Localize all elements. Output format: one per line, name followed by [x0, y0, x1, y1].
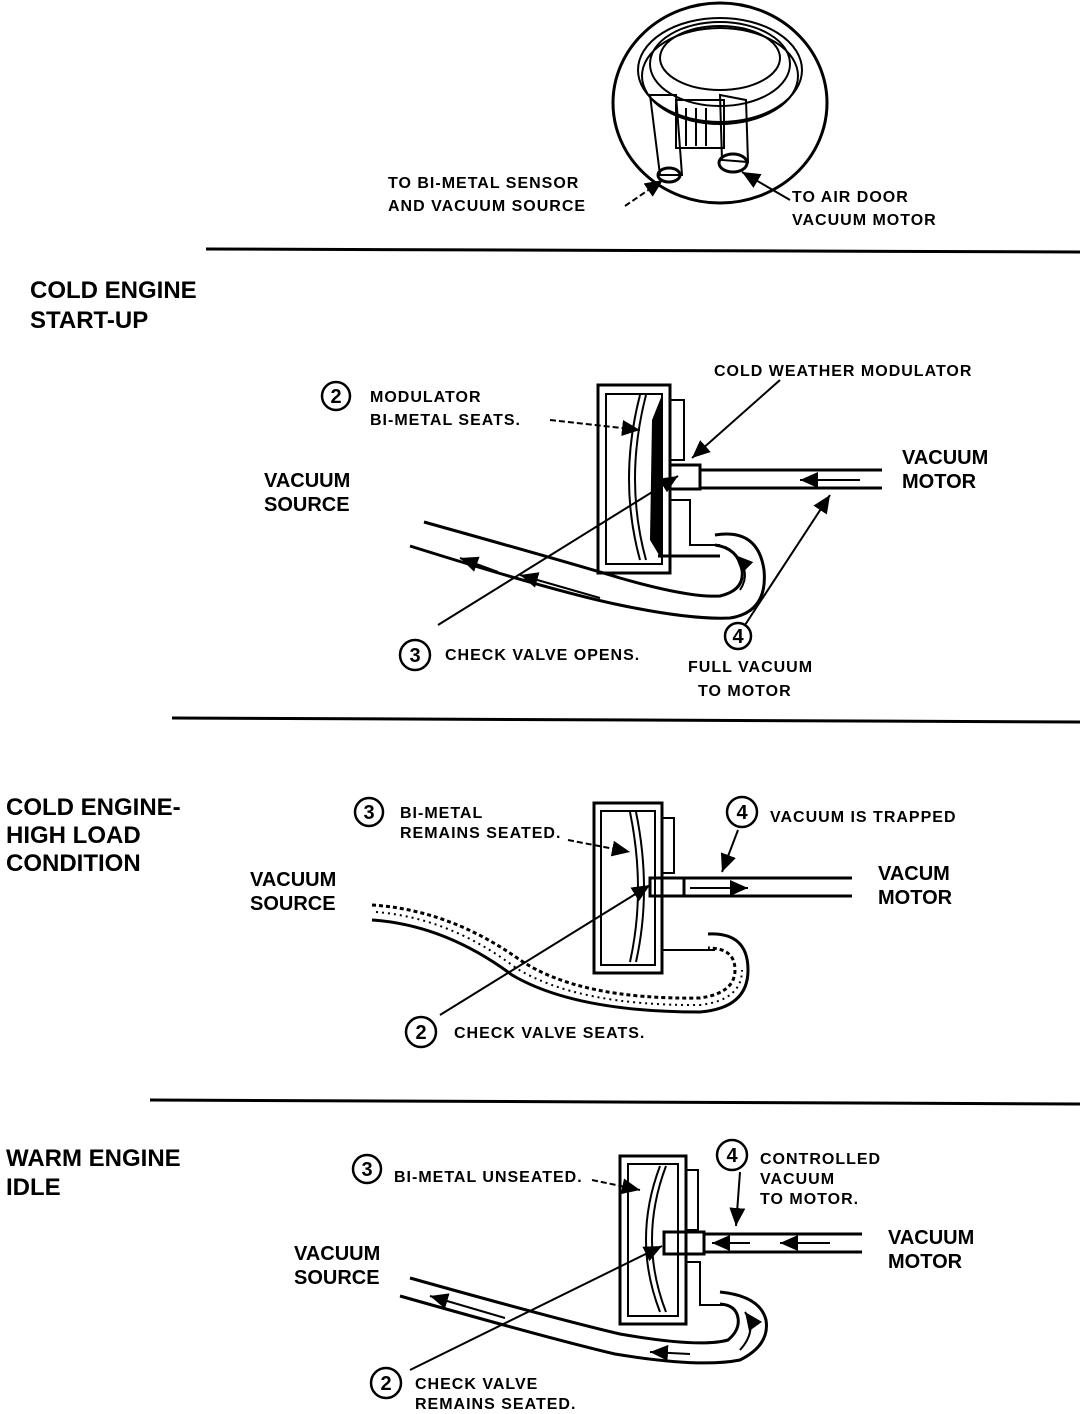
- vacuum-source-label: VACUUM: [264, 470, 350, 492]
- vacuum-motor-label: VACUUM: [902, 447, 988, 469]
- callout-text: MODULATOR: [370, 389, 482, 406]
- modulator-label: COLD WEATHER MODULATOR: [714, 363, 972, 380]
- callout-number: 2: [380, 1373, 391, 1395]
- sensor-label-line1: TO BI-METAL SENSOR: [388, 175, 579, 192]
- callout-text: TO MOTOR: [698, 683, 792, 700]
- vacuum-source-label: SOURCE: [250, 893, 336, 915]
- vacuum-motor-label: VACUUM: [888, 1227, 974, 1249]
- callout-number: 3: [363, 802, 374, 824]
- door-label-line2: VACUUM MOTOR: [792, 212, 937, 229]
- section-divider: [205, 247, 1081, 254]
- callout-number: 3: [361, 1159, 372, 1181]
- vacuum-source-label: VACUUM: [294, 1243, 380, 1265]
- callout-text: TO MOTOR.: [760, 1191, 859, 1208]
- section-divider: [149, 1098, 1081, 1106]
- callout-text: CHECK VALVE SEATS.: [454, 1025, 645, 1042]
- sensor-label-line2: AND VACUUM SOURCE: [388, 198, 586, 215]
- callout-text: BI-METAL UNSEATED.: [394, 1169, 583, 1186]
- callout-text: BI-METAL: [400, 805, 483, 822]
- panel3-title-line2: IDLE: [6, 1174, 61, 1201]
- callout-number: 2: [415, 1022, 426, 1044]
- callout-number: 4: [732, 626, 744, 648]
- callout-number: 4: [736, 802, 748, 824]
- vacuum-motor-label: VACUM: [878, 863, 950, 885]
- panel2-title-line3: CONDITION: [6, 850, 141, 877]
- panel1-modulator-cross-section: [409, 383, 882, 620]
- callout-number: 3: [409, 645, 420, 667]
- panel3-modulator-cross-section: [399, 1154, 862, 1365]
- panel1-title-line1: COLD ENGINE: [30, 277, 197, 304]
- callout-text: VACUUM: [760, 1171, 835, 1188]
- panel2-title-line1: COLD ENGINE-: [6, 794, 181, 821]
- panel3-title-line1: WARM ENGINE: [6, 1145, 181, 1172]
- callout-text: REMAINS SEATED.: [415, 1396, 576, 1413]
- vacuum-source-label: VACUUM: [250, 869, 336, 891]
- vacuum-motor-label: MOTOR: [888, 1251, 963, 1273]
- callout-number: 2: [330, 386, 341, 408]
- callout-text: CHECK VALVE OPENS.: [445, 647, 640, 664]
- panel2-title-line2: HIGH LOAD: [6, 822, 141, 849]
- section-divider: [171, 716, 1081, 724]
- modulator-component-illustration: [611, 1, 829, 205]
- panel2-modulator-cross-section: [371, 801, 852, 1014]
- vacuum-source-label: SOURCE: [294, 1267, 380, 1289]
- vacuum-source-label: SOURCE: [264, 494, 350, 516]
- callout-text: CONTROLLED: [760, 1151, 881, 1168]
- callout-text: VACUUM IS TRAPPED: [770, 809, 957, 826]
- callout-text: FULL VACUUM: [688, 659, 813, 676]
- vacuum-motor-label: MOTOR: [878, 887, 953, 909]
- callout-text: REMAINS SEATED.: [400, 825, 561, 842]
- callout-text: CHECK VALVE: [415, 1376, 538, 1393]
- callout-number: 4: [726, 1145, 738, 1167]
- door-label-line1: TO AIR DOOR: [792, 189, 909, 206]
- vacuum-motor-label: MOTOR: [902, 471, 977, 493]
- panel1-title-line2: START-UP: [30, 307, 148, 334]
- callout-text: BI-METAL SEATS.: [370, 412, 521, 429]
